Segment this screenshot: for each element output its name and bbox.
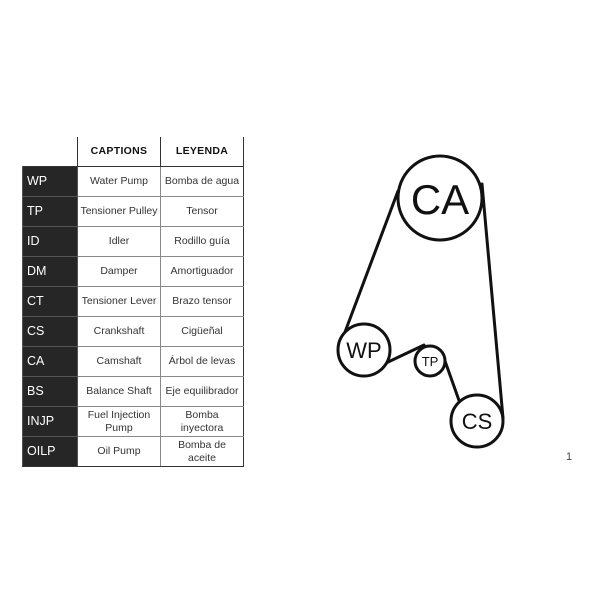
legend-header-row: CAPTIONS LEYENDA [23, 137, 244, 167]
row-leyenda: Bomba de aceite [160, 436, 244, 467]
row-caption: Crankshaft [77, 316, 161, 347]
belt-segment-ca-cs [480, 182, 505, 420]
pulley-cs: CS [449, 393, 505, 449]
row-leyenda: Brazo tensor [160, 286, 244, 317]
header-leyenda: LEYENDA [160, 137, 244, 167]
belt-segment-tp-cs [443, 359, 463, 408]
pulley-ca: CA [396, 154, 484, 242]
row-leyenda: Tensor [160, 196, 244, 227]
row-code: TP [22, 196, 78, 227]
pulley-tp-label: TP [422, 354, 439, 369]
header-captions: CAPTIONS [77, 137, 161, 167]
row-leyenda: Eje equilibrador [160, 376, 244, 407]
pulley-wp: WP [336, 322, 392, 378]
belt-segment-wp-tp [384, 343, 426, 365]
row-code: CA [22, 346, 78, 377]
page-number: 1 [566, 451, 573, 463]
row-code: BS [22, 376, 78, 407]
row-leyenda: Árbol de levas [160, 346, 244, 377]
pulley-wp-circle [336, 322, 392, 378]
row-caption: Balance Shaft [77, 376, 161, 407]
row-code: CT [22, 286, 78, 317]
pulley-tp: TP [413, 344, 447, 378]
pulley-cs-label: CS [462, 409, 493, 434]
belt-segment-ca-wp [340, 189, 400, 342]
row-leyenda: Amortiguador [160, 256, 244, 287]
row-caption: Fuel Injection Pump [77, 406, 161, 437]
pulley-ca-label: CA [411, 176, 469, 223]
pulley-cs-circle [449, 393, 505, 449]
row-caption: Idler [77, 226, 161, 257]
belt [340, 182, 505, 420]
pulley-ca-circle [396, 154, 484, 242]
row-leyenda: Cigüeñal [160, 316, 244, 347]
pulley-tp-circle [413, 344, 447, 378]
pulley-wp-label: WP [346, 338, 381, 363]
row-caption: Oil Pump [77, 436, 161, 467]
row-code: OILP [22, 436, 78, 467]
